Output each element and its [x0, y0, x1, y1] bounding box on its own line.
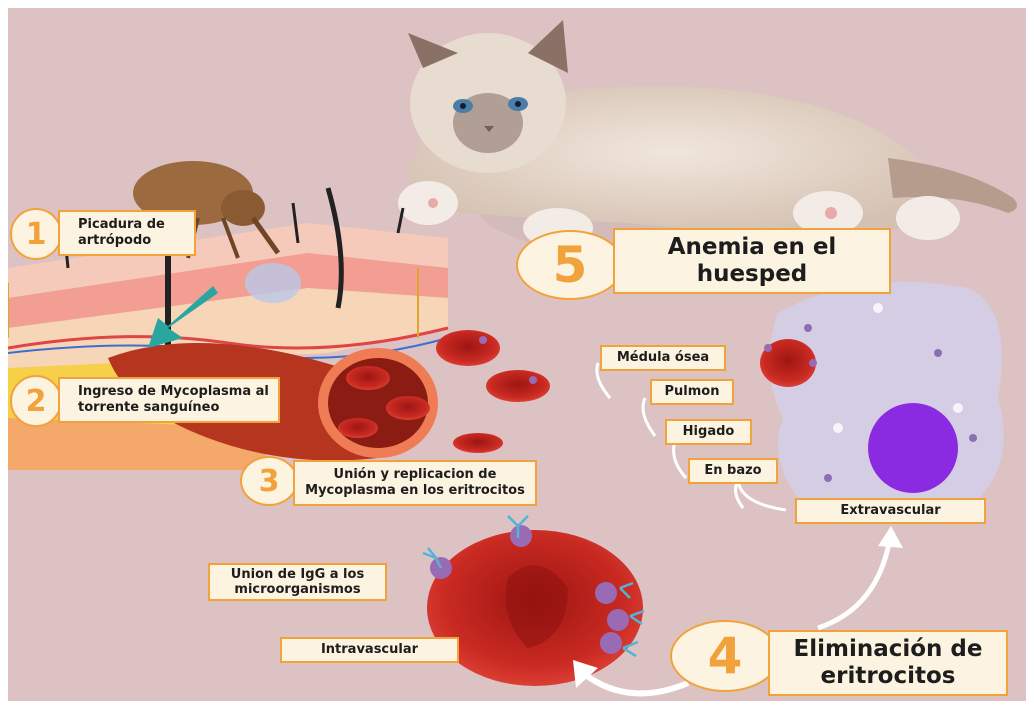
- organ-en-bazo-label: En bazo: [688, 458, 778, 484]
- organ-pulmon-label: Pulmon: [650, 379, 734, 405]
- step-3-line-2: Mycoplasma en los eritrocitos: [305, 483, 525, 499]
- diagram-artwork: [8, 8, 1026, 701]
- step-3-number: 3: [240, 456, 298, 506]
- curved-arrow-icon: [583, 673, 688, 693]
- curved-arrow-icon: [818, 538, 890, 628]
- organ-higado-label: Higado: [665, 419, 752, 445]
- step-4-number: 4: [670, 620, 780, 692]
- extravascular-label: Extravascular: [795, 498, 986, 524]
- erythrocyte-icon: [427, 525, 643, 686]
- step-3-line-1: Unión y replicacion de: [305, 467, 525, 483]
- intravascular-label: Intravascular: [280, 637, 459, 663]
- step-5-line-1: Anemia en el: [668, 234, 837, 261]
- igg-line-1: Union de IgG a los: [231, 567, 364, 582]
- erythrocyte-icon: [436, 330, 550, 453]
- step-1-number: 1: [10, 208, 62, 260]
- step-1-line-2: artrópodo: [78, 233, 165, 249]
- step-5-number: 5: [516, 230, 624, 300]
- step-4-line-1: Eliminación de: [794, 636, 983, 663]
- step-5-line-2: huesped: [668, 261, 837, 288]
- step-1-line-1: Picadura de: [78, 217, 165, 233]
- organ-medula-osea-label: Médula ósea: [600, 345, 726, 371]
- step-2-line-2: torrente sanguíneo: [78, 400, 269, 416]
- step-4-line-2: eritrocitos: [794, 663, 983, 690]
- macrophage-icon: [760, 282, 1004, 511]
- step-2-number: 2: [10, 375, 62, 427]
- step-2-line-1: Ingreso de Mycoplasma al: [78, 384, 269, 400]
- cat-illustration: [398, 20, 1017, 258]
- igg-line-2: microorganismos: [231, 582, 364, 597]
- arrow-head-icon: [878, 526, 903, 548]
